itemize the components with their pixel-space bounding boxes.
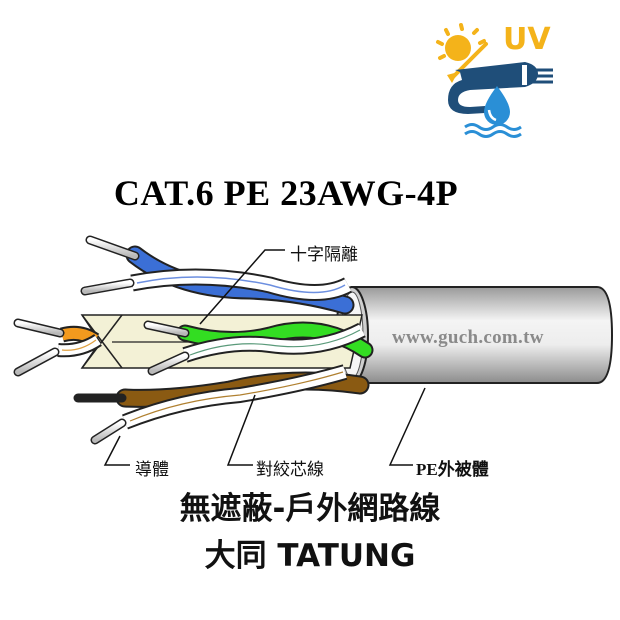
uv-waterproof-icon <box>436 23 553 138</box>
label-twisted-pair: 對絞芯線 <box>256 460 324 480</box>
product-title: CAT.6 PE 23AWG-4P <box>0 172 620 214</box>
brown-twisted-pair <box>73 364 370 445</box>
jacket-print-url: www.guch.com.tw <box>392 327 544 348</box>
green-twisted-pair <box>143 320 374 376</box>
blue-twisted-pair <box>80 235 355 315</box>
uv-label: UV <box>503 22 551 57</box>
subtitle-brand: 大同 TATUNG <box>204 538 416 574</box>
orange-twisted-pair <box>13 318 102 377</box>
label-conductor: 導體 <box>135 460 169 480</box>
label-cross-separator: 十字隔離 <box>290 245 358 265</box>
subtitle-product-type: 無遮蔽-戶外網路線 <box>179 491 441 527</box>
leader-lines <box>103 249 426 466</box>
label-pe-jacket: PE外被體 <box>416 460 489 479</box>
product-title-text: CAT.6 PE 23AWG-4P <box>113 173 459 213</box>
